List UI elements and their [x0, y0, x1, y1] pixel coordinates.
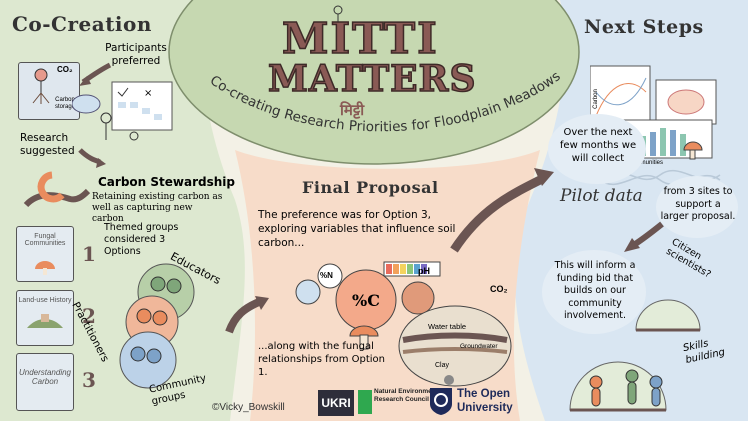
nerc-text: Natural Environment Research Council	[374, 388, 438, 403]
co2-proposal-label: CO₂	[490, 284, 508, 294]
collect-bubble	[548, 114, 646, 184]
pn-label: %N	[320, 271, 333, 280]
open-university-shield-icon	[430, 388, 452, 415]
community-dome-icon	[569, 299, 701, 412]
fungal-text: ...along with the fungal relationships f…	[258, 341, 385, 378]
ph-label: pH	[418, 266, 430, 276]
option-number-3: 3	[82, 368, 96, 392]
chart-communities-label: Communities	[628, 160, 664, 166]
option-number-1: 1	[82, 242, 96, 266]
research-suggested: Research suggested	[20, 132, 75, 157]
option-label-1: Fungal Communities	[24, 233, 66, 247]
option-card-3: Understanding Carbon	[16, 353, 74, 411]
ukri-text: UKRI	[321, 396, 351, 410]
option-card-1: Fungal Communities	[16, 226, 74, 282]
clay-label: Clay	[435, 362, 450, 369]
logo-script: मिट्टी	[340, 102, 365, 119]
credit: ©Vicky_Bowskill	[212, 402, 285, 413]
sites-bubble	[656, 176, 738, 238]
funding-bubble	[542, 250, 646, 334]
co2-label: CO₂	[57, 65, 73, 74]
soil-carbon-diagram	[295, 261, 441, 350]
carbon-storage-label: Carbon storage	[54, 97, 75, 110]
ou-line1: The Open	[457, 388, 511, 400]
arrow-to-proposal	[225, 296, 269, 334]
carbon-stewardship-title: Carbon Stewardship	[98, 175, 235, 189]
collect-text: Over the next few months we will collect	[559, 127, 637, 164]
header-ellipse	[168, 0, 580, 165]
next-steps-heading: Next Steps	[584, 16, 704, 38]
ou-line2: University	[457, 402, 513, 414]
logo: MITTI MATTERS मिट्टी	[267, 5, 476, 124]
land-use-icon	[27, 314, 63, 328]
plant-roots-icon	[32, 68, 50, 104]
soil-profile-icon	[398, 305, 512, 387]
funding-text: This will inform a funding bid that buil…	[554, 260, 636, 321]
logo-matters: MATTERS	[267, 57, 477, 101]
option-label-3: Understanding Carbon	[18, 368, 72, 386]
carbon-storage-card: CO₂ Carbon storage	[18, 62, 80, 120]
svg-text:×: ×	[144, 88, 152, 99]
final-proposal-heading: Final Proposal	[302, 178, 439, 197]
option-number-2: 2	[82, 304, 96, 328]
arrow-to-next-steps	[450, 168, 554, 253]
logo-mitti: MITTI	[281, 13, 439, 64]
subtitle-text: Co-creating Research Priorities for Floo…	[207, 68, 564, 135]
chart-sketch-icon	[590, 65, 717, 159]
nerc-logo-mark	[358, 390, 372, 414]
option-label-2: Land-use History	[18, 297, 72, 304]
arrow-down-left-icon	[624, 221, 664, 252]
chart-carbon-label: Carbon	[592, 89, 599, 109]
subtitle: Co-creating Research Priorities for Floo…	[207, 68, 564, 135]
co-creation-heading: Co-Creation	[12, 12, 152, 36]
sites-text: from 3 sites to support a larger proposa…	[660, 186, 736, 222]
hand-carbon-icon	[23, 171, 91, 208]
mushroom-small-icon	[683, 141, 703, 160]
ukri-logo: UKRI	[318, 390, 354, 416]
pilot-data: Pilot data	[560, 186, 643, 206]
water-table-label: Water table	[428, 322, 467, 331]
groups-circles	[119, 263, 195, 389]
carbon-stewardship-desc: Retaining existing carbon as well as cap…	[92, 192, 223, 224]
preference-text: The preference was for Option 3, explori…	[258, 209, 456, 249]
whiteboard-people-icon: ×	[72, 81, 173, 141]
option-card-2: Land-use History	[16, 290, 74, 346]
arrow-icon	[79, 62, 112, 86]
groundwater-label: Groundwater	[460, 343, 498, 350]
participants-preferred: Participants preferred	[105, 42, 167, 67]
mushroom-icon	[35, 261, 55, 275]
themed-groups-text: Themed groups considered 3 Options	[104, 222, 179, 257]
percent-c-label: %C	[352, 291, 380, 310]
flower-icon	[333, 5, 343, 22]
arrow-icon-2	[78, 148, 106, 168]
